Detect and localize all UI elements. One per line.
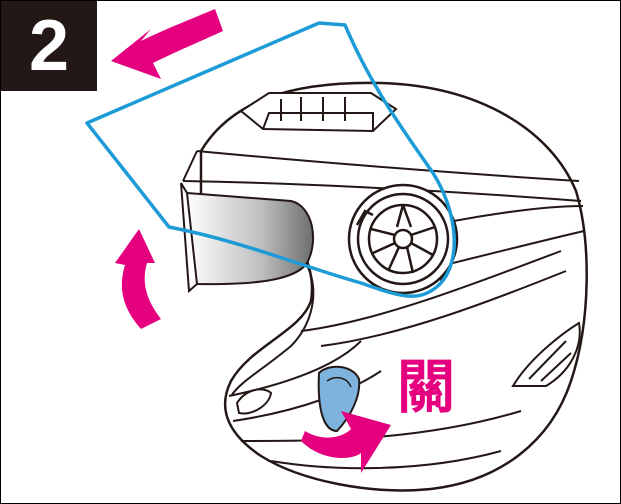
inner-visor-icon <box>185 191 314 286</box>
visor-edge <box>180 182 199 294</box>
top-vent-icon <box>239 92 398 133</box>
face-shield-outline-icon <box>85 21 456 298</box>
close-label: 關 <box>397 353 456 421</box>
pivot-mechanism-icon <box>347 183 459 295</box>
step-number-badge: 2 <box>1 1 97 91</box>
cheek-vent-icon <box>235 388 273 415</box>
curved-arrow-right-icon <box>301 411 391 473</box>
curved-arrow-up-icon <box>115 229 161 329</box>
curved-arrow-up-left-icon <box>111 9 223 79</box>
rear-vent-icon <box>511 321 581 387</box>
